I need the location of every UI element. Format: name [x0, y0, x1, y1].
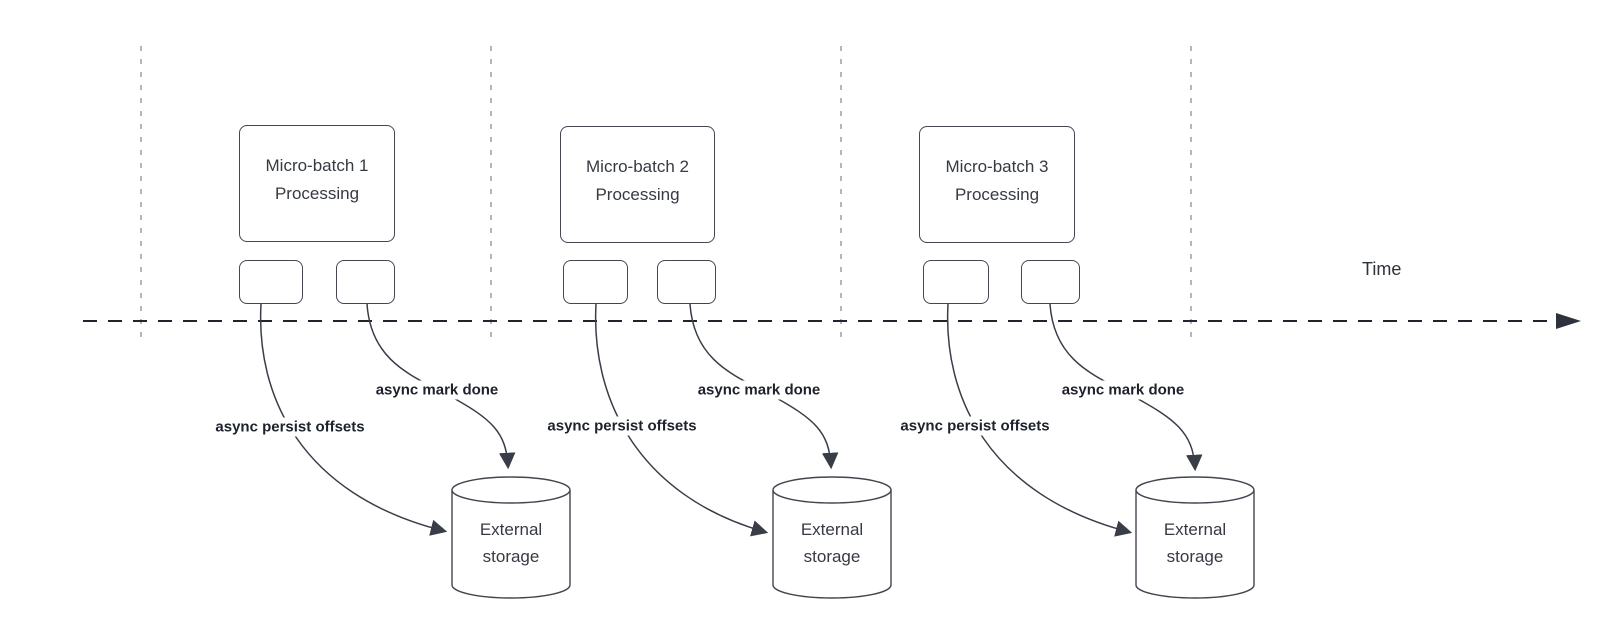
external-storage-label-3-line1: External: [1163, 520, 1227, 539]
external-storage-label-2-line1: External: [800, 520, 864, 539]
mark-done-label-1: async mark done: [372, 380, 502, 400]
micro-batch-2-title-line2: Processing: [595, 184, 680, 204]
time-label: Time: [1362, 259, 1402, 279]
task-box-1-right: [336, 260, 395, 304]
task-box-2-left: [563, 260, 628, 304]
external-storage-label-2: External storage: [801, 516, 863, 570]
timeline-arrowhead: [1556, 313, 1581, 329]
external-storage-label-1: External storage: [480, 516, 542, 570]
persist-offsets-arrow-2: [594, 303, 769, 537]
task-box-2-right: [657, 260, 716, 304]
micro-batch-2-title-line1: Micro-batch 2: [586, 156, 689, 176]
mark-done-label-3: async mark done: [1058, 380, 1188, 400]
external-storage-label-1-line2: storage: [482, 547, 540, 566]
external-storage-cylinder-3: [1135, 476, 1255, 599]
micro-batch-3-box: Micro-batch 3 Processing: [919, 126, 1075, 243]
micro-batch-2-box: Micro-batch 2 Processing: [560, 126, 715, 243]
external-storage-label-1-line1: External: [479, 520, 543, 539]
task-box-3-left: [923, 260, 989, 304]
micro-batch-1-title-line2: Processing: [274, 183, 360, 203]
task-box-3-right: [1021, 260, 1080, 304]
external-storage-label-3-line2: storage: [1166, 547, 1224, 566]
micro-batch-1-title-line1: Micro-batch 1: [265, 155, 369, 175]
external-storage-label-3: External storage: [1164, 516, 1226, 570]
external-storage-label-2-line2: storage: [803, 547, 861, 566]
persist-offsets-arrow-1: [259, 303, 448, 536]
persist-offsets-label-2: async persist offsets: [544, 416, 700, 436]
mark-done-label-2: async mark done: [694, 380, 824, 400]
external-storage-cylinder-2: [772, 476, 892, 599]
persist-offsets-arrow-3: [946, 303, 1133, 537]
persist-offsets-label-1: async persist offsets: [212, 417, 368, 437]
micro-batch-3-title-line1: Micro-batch 3: [945, 156, 1049, 176]
micro-batch-1-box: Micro-batch 1 Processing: [239, 125, 395, 242]
persist-offsets-label-3: async persist offsets: [897, 416, 1053, 436]
micro-batch-3-title-line2: Processing: [954, 184, 1040, 204]
external-storage-cylinder-1: [451, 476, 571, 599]
task-box-1-left: [239, 260, 303, 304]
